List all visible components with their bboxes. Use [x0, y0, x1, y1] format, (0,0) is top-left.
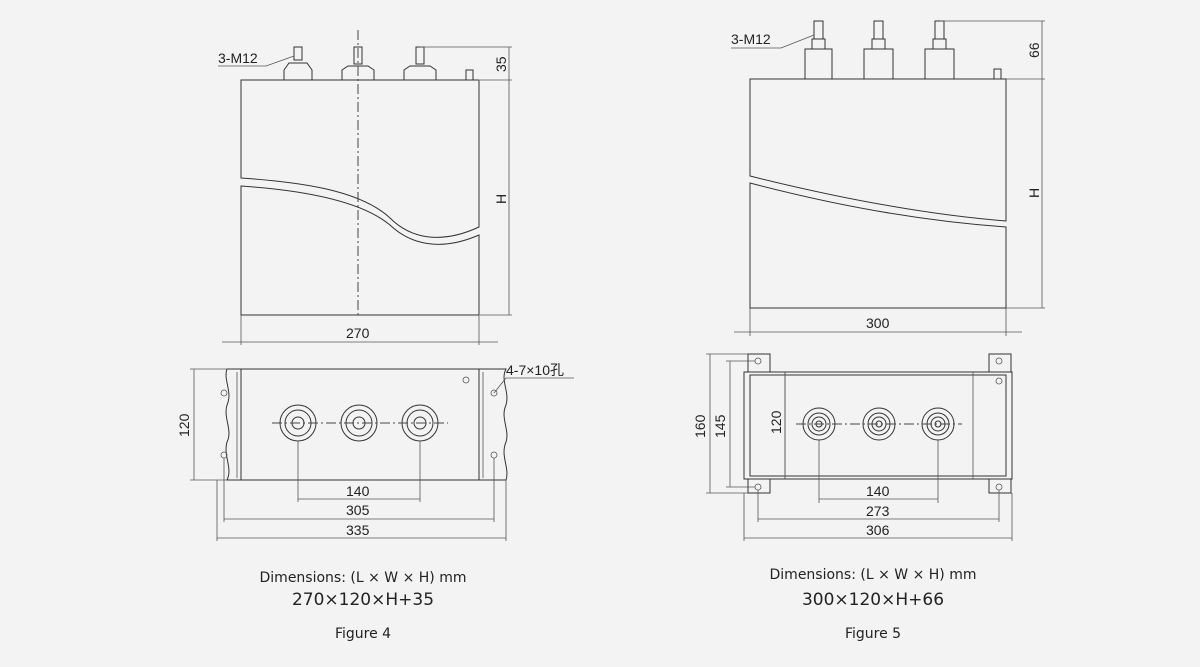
dimensions-value-fig4: 270×120×H+35 [291, 590, 435, 610]
dimensions-value-fig5: 300×120×H+66 [801, 590, 945, 610]
thread-label-fig4: 3-M12 [218, 50, 258, 66]
dimensions-title-fig4: Dimensions: (L × W × H) mm [259, 570, 467, 586]
figure-5-front-view: 66 H 3-M12 300 [731, 20, 1045, 336]
figure-4-plan-view: 4-7×10孔 120 140 305 335 [176, 362, 574, 541]
dim-66: 66 [1026, 42, 1042, 58]
capacitor-body-upper [749, 78, 1007, 222]
dim-273: 273 [866, 503, 890, 519]
hole-label-fig4: 4-7×10孔 [506, 362, 564, 378]
dim-335: 335 [346, 522, 370, 538]
dim-120-fig4: 120 [176, 413, 192, 437]
figure-label-4: Figure 4 [334, 626, 392, 642]
capacitor-body-lower [749, 182, 1007, 309]
tank-outline [240, 368, 480, 481]
dim-305: 305 [346, 502, 370, 518]
earth-stud [465, 69, 474, 81]
dim-160: 160 [692, 414, 708, 438]
dim-120-fig5: 120 [768, 410, 784, 434]
thread-label-fig5: 3-M12 [731, 31, 771, 47]
dim-h-fig4: H [493, 194, 509, 204]
figure-5-plan-view: 160 145 120 140 273 306 [692, 353, 1013, 541]
dimensions-title-fig5: Dimensions: (L × W × H) mm [769, 567, 977, 583]
dim-35: 35 [493, 56, 509, 72]
terminal [924, 20, 955, 80]
terminal [283, 46, 313, 81]
figure-4-front-view: 35 H 3-M12 270 [218, 30, 512, 345]
terminal [863, 20, 894, 80]
figure-label-5: Figure 5 [844, 626, 902, 642]
capacitor-body-upper [240, 79, 480, 238]
dim-h-fig5: H [1026, 188, 1042, 198]
terminal [403, 46, 437, 81]
dim-140-fig5: 140 [866, 483, 890, 499]
capacitor-body-lower [240, 185, 480, 316]
dim-270: 270 [346, 325, 370, 341]
earth-stud [993, 68, 1002, 80]
dim-145: 145 [712, 414, 728, 438]
terminal [804, 20, 833, 80]
dim-300: 300 [866, 315, 890, 331]
dim-306: 306 [866, 522, 890, 538]
dim-140-fig4: 140 [346, 483, 370, 499]
